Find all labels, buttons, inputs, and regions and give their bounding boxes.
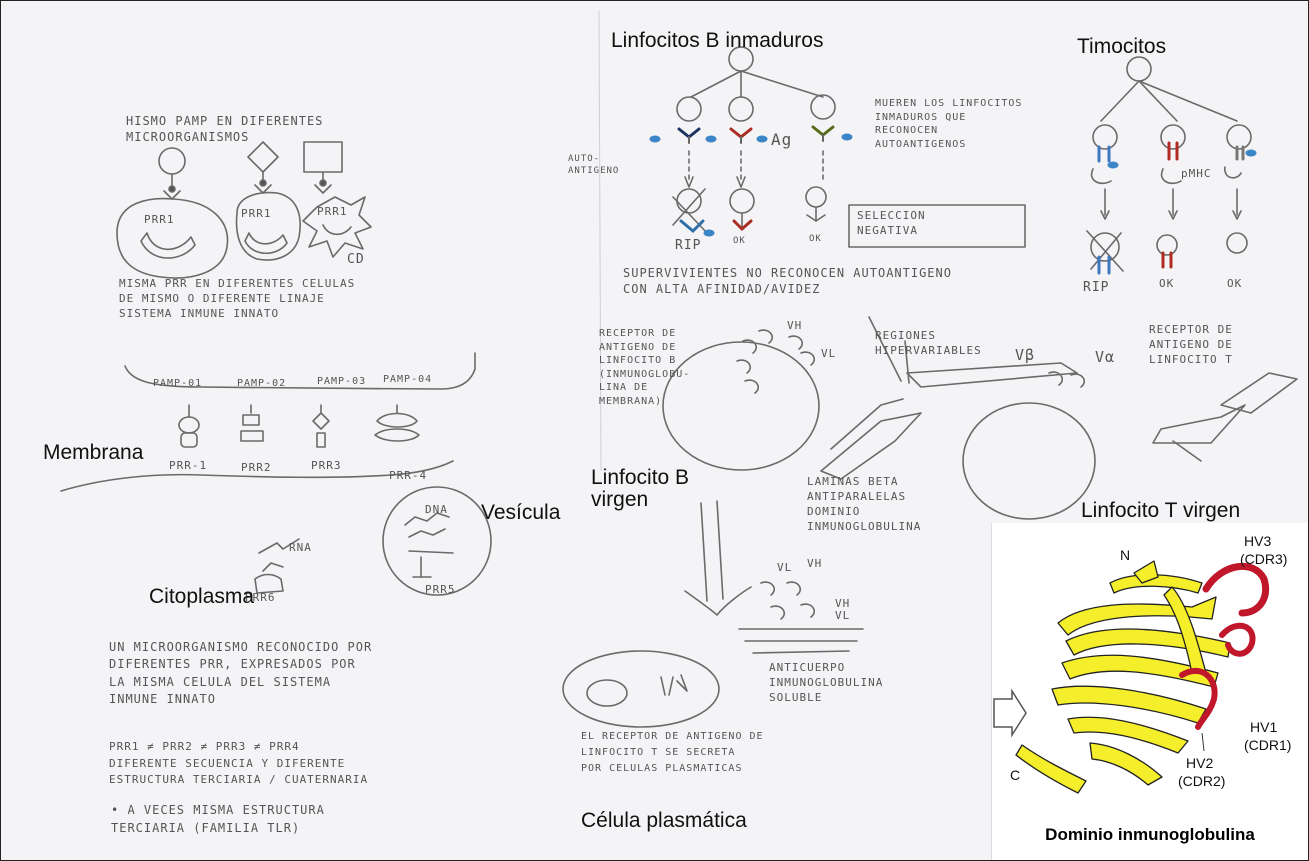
autoantigen-label: AUTO- ANTIGENO bbox=[568, 153, 619, 177]
vesicle-label: Vesícula bbox=[481, 501, 560, 524]
vl2-label: VL bbox=[777, 561, 792, 576]
ig-hv3-label: HV3 bbox=[1244, 533, 1271, 550]
ig-hv2-label: HV2 bbox=[1186, 755, 1213, 772]
pamp-01-label: PAMP-01 bbox=[153, 377, 202, 391]
prr3-label: PRR3 bbox=[311, 459, 342, 474]
prr1-label-a: PRR1 bbox=[144, 213, 175, 228]
thymocytes-label: Timocitos bbox=[1077, 35, 1166, 58]
ag-label: Ag bbox=[771, 129, 792, 151]
pmhc-label: pMHC bbox=[1181, 167, 1212, 182]
one-microorganism-note: UN MICROORGANISMO RECONOCIDO POR DIFEREN… bbox=[109, 639, 372, 709]
vl3-label: VL bbox=[835, 609, 850, 624]
valpha-label: Vα bbox=[1095, 347, 1115, 367]
survivors-note: SUPERVIVIENTES NO RECONOCEN AUTOANTIGENO… bbox=[623, 265, 952, 297]
prr-4-label: PRR-4 bbox=[389, 469, 427, 484]
ok-t-label-2: OK bbox=[1227, 277, 1242, 292]
vh2-label: VH bbox=[807, 557, 822, 572]
b-receptor-note: RECEPTOR DE ANTIGENO DE LINFOCITO B (INM… bbox=[599, 327, 690, 408]
dna-label: DNA bbox=[425, 503, 448, 518]
t-receptors bbox=[1099, 143, 1256, 273]
ok-label-2: OK bbox=[809, 233, 822, 245]
ig-c-terminus: C bbox=[1010, 767, 1020, 784]
cytoplasm-label: Citoplasma bbox=[149, 585, 254, 608]
pamp-02-label: PAMP-02 bbox=[237, 377, 286, 391]
beta-sheets-note: LAMINAS BETA ANTIPARALELAS DOMINIO INMUN… bbox=[807, 475, 921, 534]
ig-n-terminus: N bbox=[1120, 547, 1130, 564]
plasma-cell-label: Célula plasmática bbox=[581, 809, 747, 832]
vh-label: VH bbox=[787, 319, 802, 334]
pamp-title-note: HISMO PAMP EN DIFERENTES MICROORGANISMOS bbox=[126, 113, 323, 145]
naive-b-line1: Linfocito B bbox=[591, 466, 689, 489]
pamp-04-label: PAMP-04 bbox=[383, 373, 432, 387]
t-receptor-note: RECEPTOR DE ANTIGENO DE LINFOCITO T bbox=[1149, 323, 1233, 368]
receptor-secreted-note: EL RECEPTOR DE ANTIGENO DE LINFOCITO T S… bbox=[581, 729, 764, 777]
hypervariable-note: REGIONES HIPERVARIABLES bbox=[875, 329, 982, 359]
prr-different-note: PRR1 ≠ PRR2 ≠ PRR3 ≠ PRR4 DIFERENTE SECU… bbox=[109, 739, 368, 789]
die-note: MUEREN LOS LINFOCITOS INMADUROS QUE RECO… bbox=[875, 97, 1022, 151]
ig-cdr3-label: (CDR3) bbox=[1240, 551, 1287, 568]
naive-b-label: Linfocito B virgen bbox=[591, 467, 689, 511]
prr-1-label: PRR-1 bbox=[169, 459, 207, 474]
ig-hv1-label: HV1 bbox=[1250, 719, 1277, 736]
antibody-note: ANTICUERPO INMUNOGLOBULINA SOLUBLE bbox=[769, 661, 883, 706]
prr5-label: PRR5 bbox=[425, 583, 456, 598]
prr1-label-b: PRR1 bbox=[241, 207, 272, 222]
rip-t-label: RIP bbox=[1083, 279, 1109, 297]
ig-domain-ribbon bbox=[992, 523, 1308, 823]
vl-label: VL bbox=[821, 347, 836, 362]
prr1-label-c: PRR1 bbox=[317, 205, 348, 220]
ok-label-1: OK bbox=[733, 235, 746, 247]
prr2-label: PRR2 bbox=[241, 461, 272, 476]
immature-b-label: Linfocitos B inmaduros bbox=[611, 29, 823, 52]
cd-label: CD bbox=[347, 251, 365, 269]
sometimes-note: • A VECES MISMA ESTRUCTURA TERCIARIA (FA… bbox=[111, 801, 325, 837]
same-prr-note: MISMA PRR EN DIFERENTES CELULAS DE MISMO… bbox=[119, 277, 355, 322]
ig-domain-panel: N C HV3 (CDR3) HV1 (CDR1) HV2 (CDR2) Dom… bbox=[991, 523, 1308, 860]
ok-t-label-1: OK bbox=[1159, 277, 1174, 292]
membrane-label: Membrana bbox=[43, 441, 143, 464]
negative-selection-note: SELECCION NEGATIVA bbox=[857, 209, 926, 239]
ig-domain-title: Dominio inmunoglobulina bbox=[992, 825, 1308, 845]
rip-label: RIP bbox=[675, 237, 701, 255]
naive-b-line2: virgen bbox=[591, 488, 648, 511]
ig-cdr2-label: (CDR2) bbox=[1178, 773, 1225, 790]
ig-cdr1-label: (CDR1) bbox=[1244, 737, 1291, 754]
rna-label: RNA bbox=[289, 541, 312, 556]
vbeta-label: Vβ bbox=[1015, 345, 1035, 365]
naive-t-label: Linfocito T virgen bbox=[1081, 499, 1240, 522]
b-receptors bbox=[650, 127, 852, 236]
pamp-03-label: PAMP-03 bbox=[317, 375, 366, 389]
